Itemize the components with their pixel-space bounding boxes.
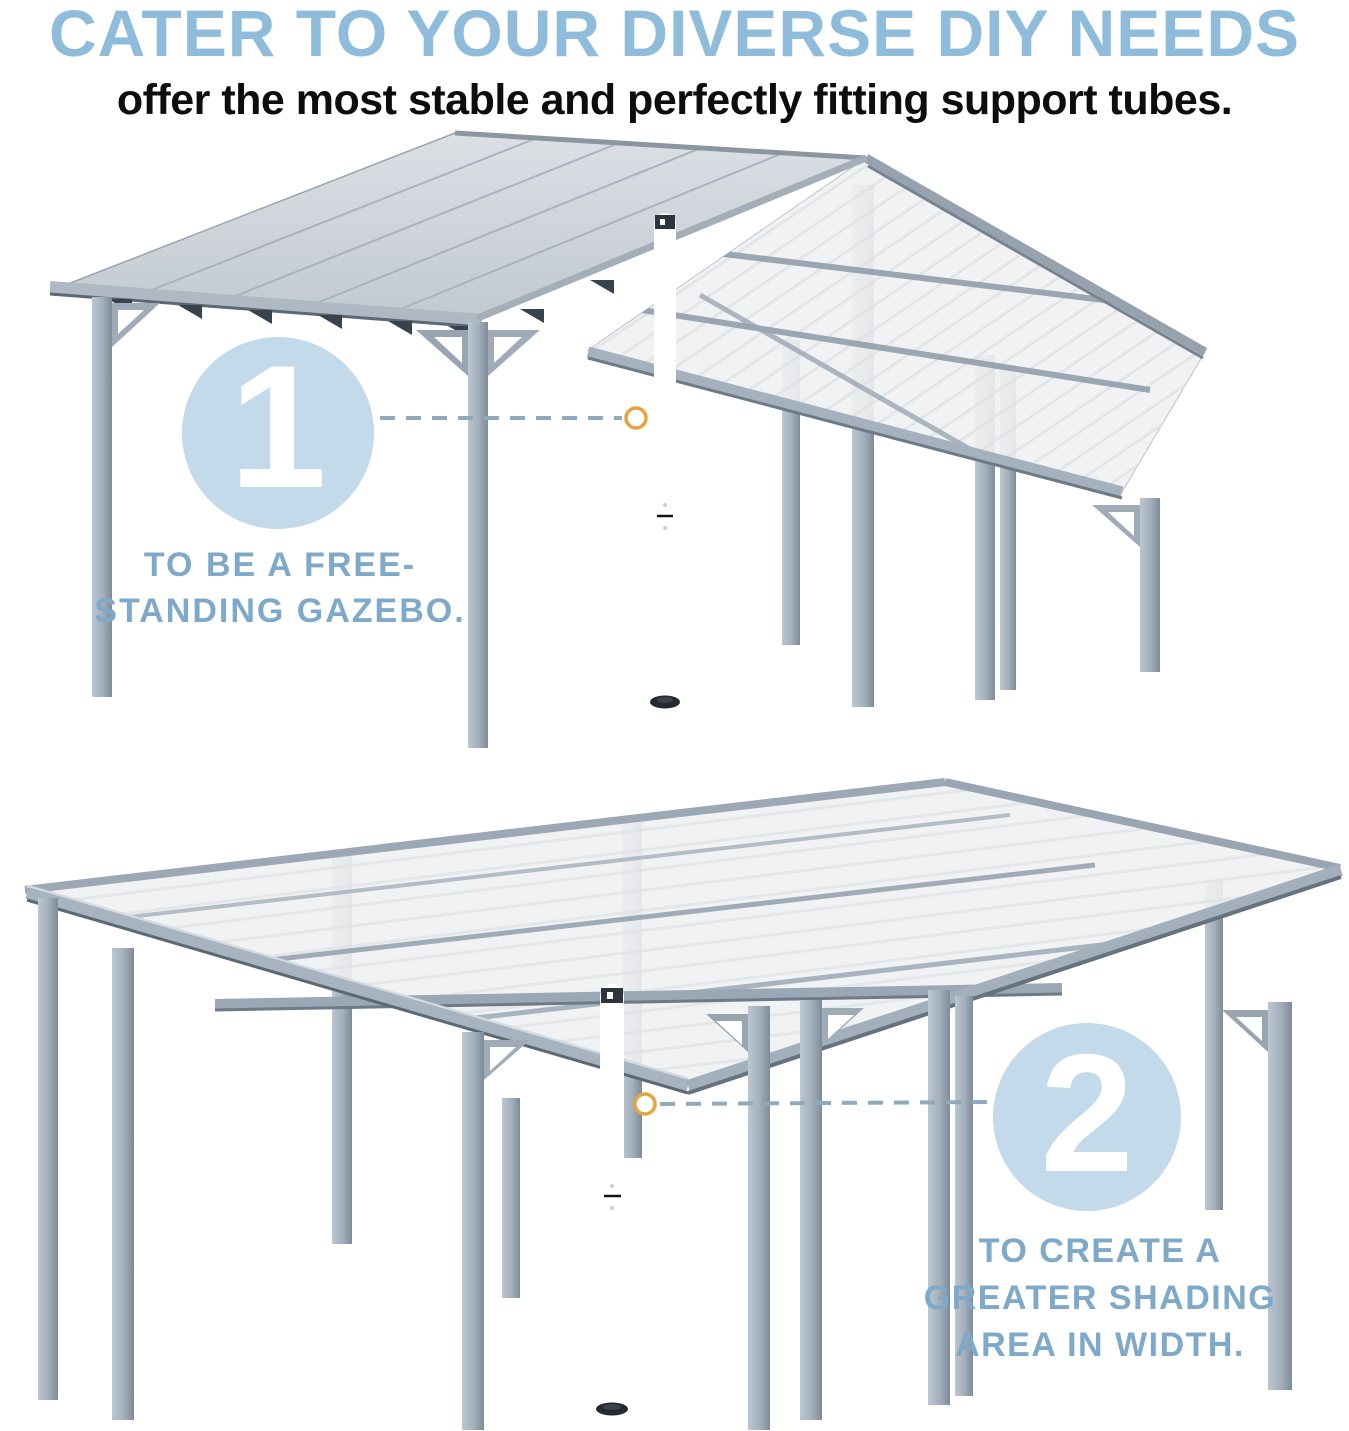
post xyxy=(1140,498,1160,672)
post xyxy=(468,322,488,748)
post xyxy=(38,898,58,1400)
callout-number-1: 1 xyxy=(229,329,327,525)
back-right-beam xyxy=(944,778,1341,872)
caption-line: STANDING GAZEBO. xyxy=(94,592,466,630)
right-rake-beam xyxy=(863,154,1208,356)
callout-circle-2: 2 xyxy=(993,1023,1181,1211)
back-eave-beam xyxy=(24,778,946,894)
junction-beam xyxy=(214,983,1063,1009)
gazebo-2-roof-panel xyxy=(24,778,1343,1095)
post xyxy=(782,340,800,645)
marker-ring-1 xyxy=(624,406,648,430)
front-left-eave-beam xyxy=(25,887,690,1092)
post xyxy=(928,990,950,1405)
callout-caption-1: TO BE A FREE- STANDING GAZEBO. xyxy=(10,542,550,634)
callout-caption-2: TO CREATE A GREATER SHADING AREA IN WIDT… xyxy=(890,1228,1310,1369)
post xyxy=(748,1006,770,1430)
header: CATER TO YOUR DIVERSE DIY NEEDS offer th… xyxy=(0,0,1349,122)
post xyxy=(112,948,134,1420)
post xyxy=(462,1032,484,1430)
callout-number-2: 2 xyxy=(1040,1019,1134,1207)
gazebo-1-roof-left-slope xyxy=(54,130,867,319)
post xyxy=(1268,1002,1292,1390)
post xyxy=(800,1000,822,1420)
gazebo-1-freestanding xyxy=(49,130,1208,748)
post xyxy=(1205,880,1223,1210)
caption-line: GREATER SHADING xyxy=(923,1279,1277,1317)
post xyxy=(955,996,973,1396)
caption-line: AREA IN WIDTH. xyxy=(955,1326,1245,1364)
gazebo-1-purlins xyxy=(609,242,1152,492)
page-title: CATER TO YOUR DIVERSE DIY NEEDS xyxy=(48,0,1301,70)
gazebo-1-front-posts xyxy=(92,297,1160,748)
dashed-connector-2 xyxy=(659,1100,989,1106)
callout-circle-1: 1 xyxy=(182,337,374,529)
caption-line: TO CREATE A xyxy=(978,1232,1222,1270)
page-subtitle: offer the most stable and perfectly fitt… xyxy=(116,76,1233,124)
marker-ring-2 xyxy=(633,1092,657,1116)
ridge-beam xyxy=(454,130,867,161)
gazebo-2-double-width xyxy=(24,778,1343,1430)
support-tube-1-highlighted xyxy=(642,209,688,719)
caption-line: TO BE A FREE- xyxy=(143,546,417,584)
support-tube-2-highlighted xyxy=(588,980,636,1428)
post xyxy=(502,1098,520,1298)
post xyxy=(92,297,112,697)
front-right-eave-beam xyxy=(686,864,1343,1092)
